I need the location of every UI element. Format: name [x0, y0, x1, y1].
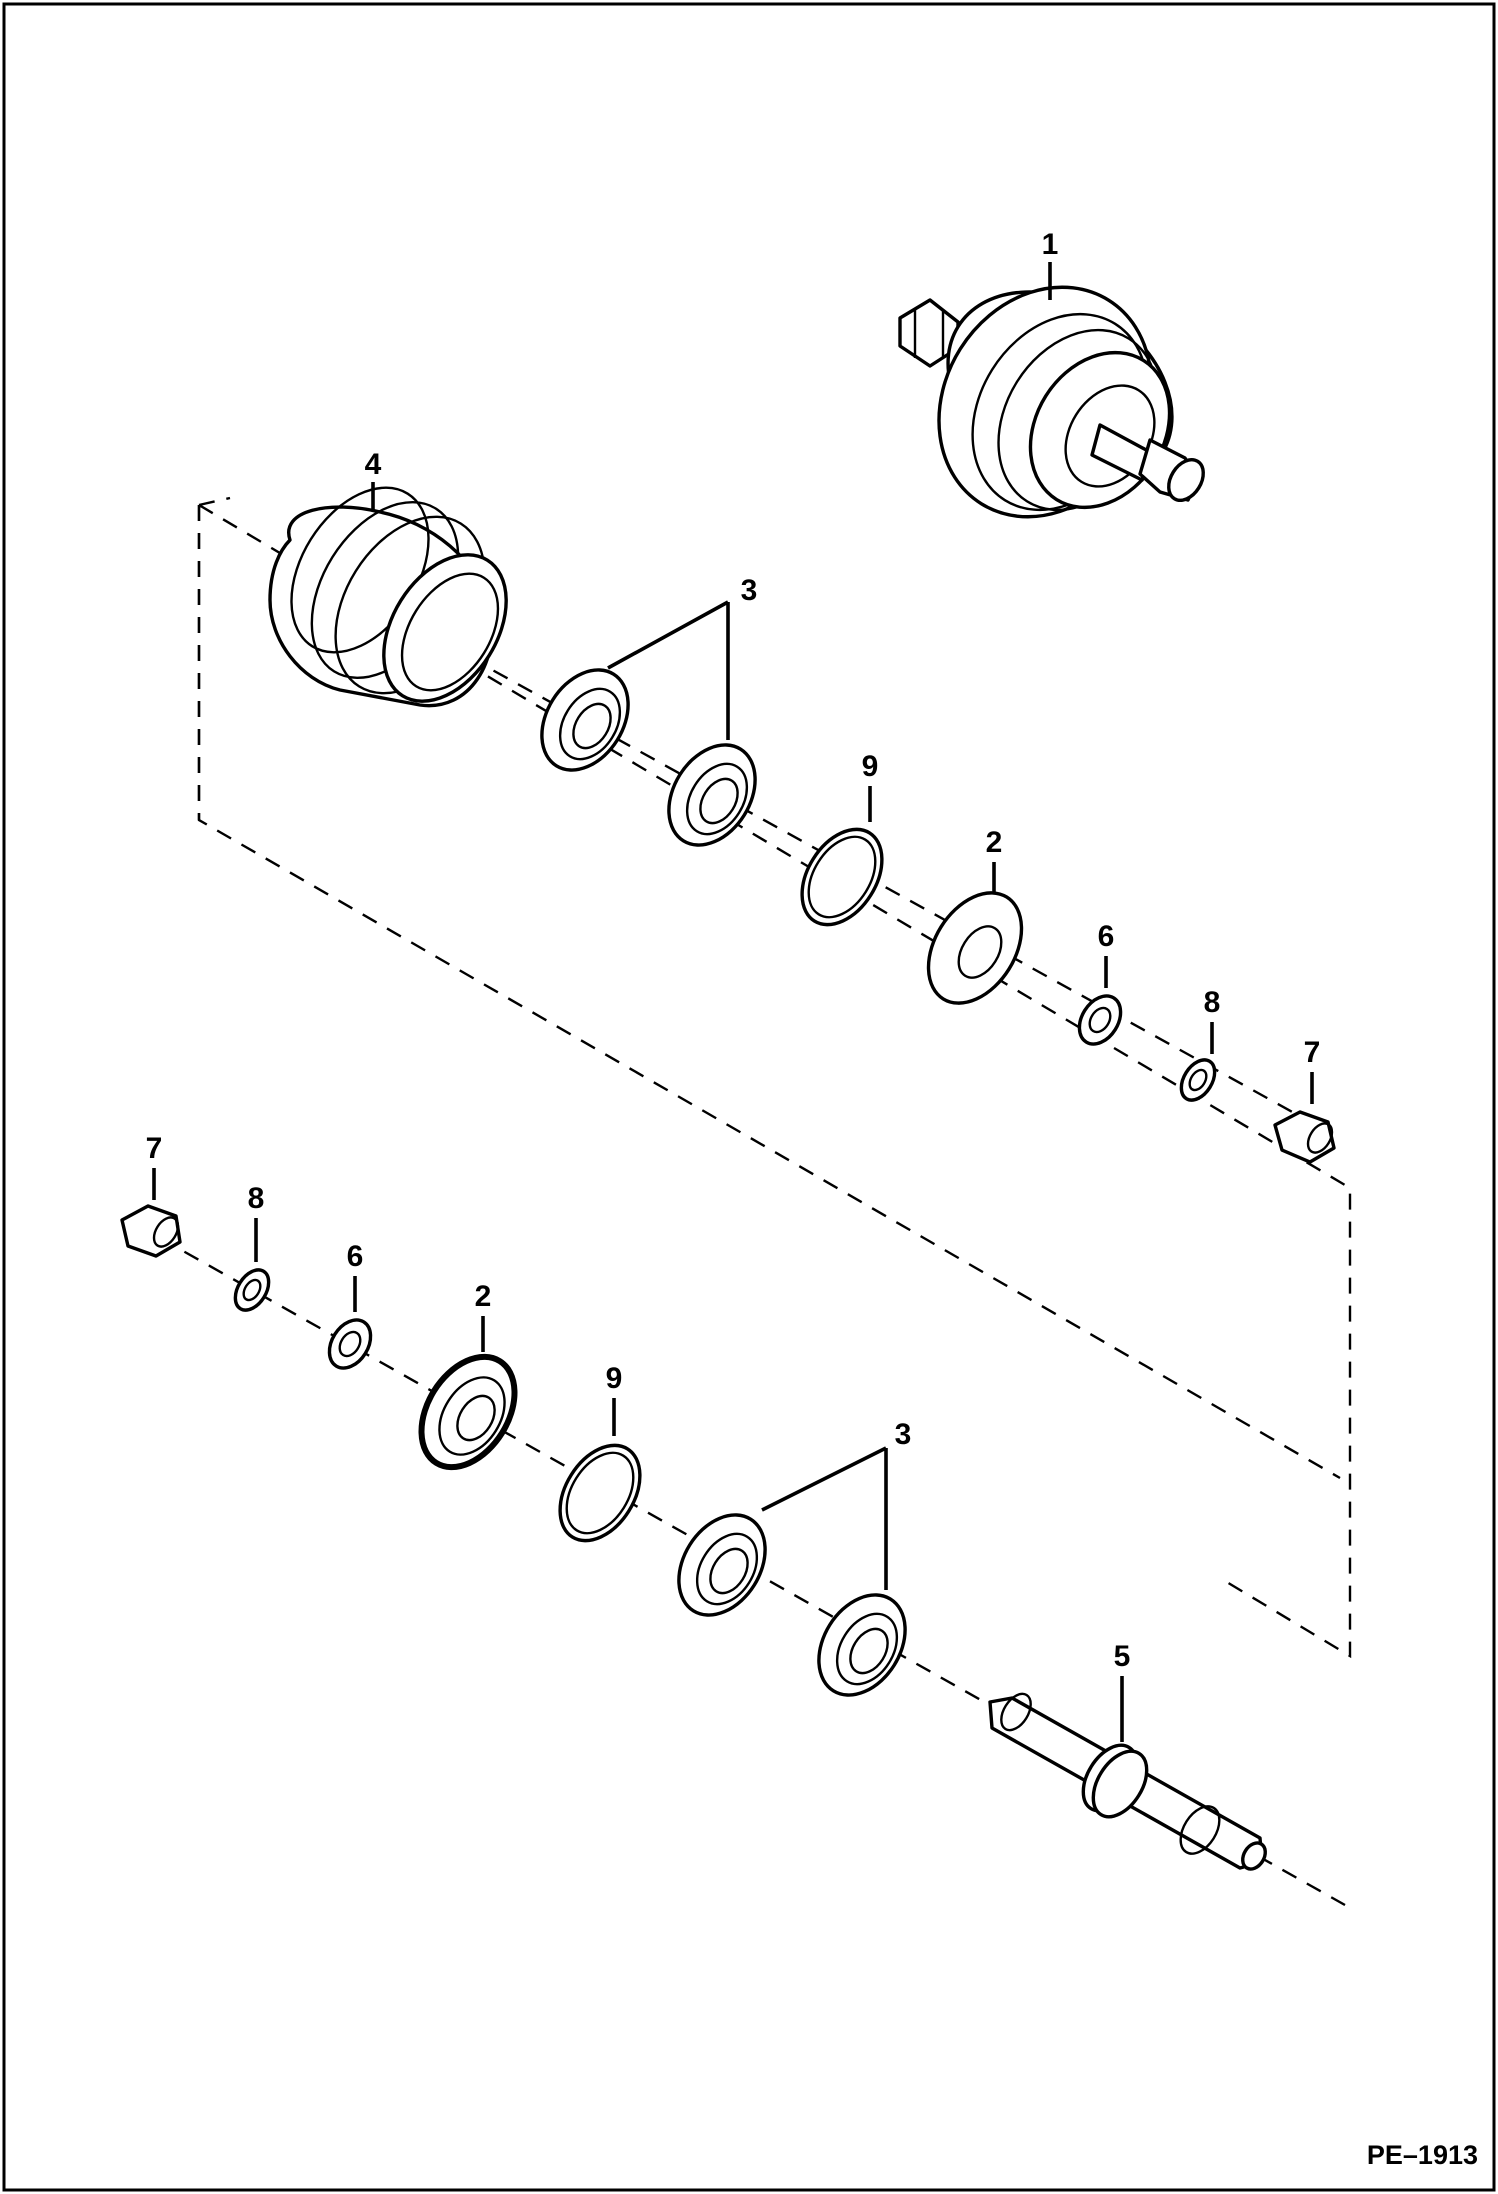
shaft-illustration [988, 1692, 1267, 1871]
lower-nut-illustration [120, 1204, 182, 1258]
callout-1: 1 [1042, 228, 1059, 261]
callout-9-lower: 9 [606, 1362, 623, 1395]
leader-3-lower [761, 1446, 888, 1590]
lower-seal-illustration [418, 1353, 518, 1471]
figure-code: PE–1913 [1367, 2140, 1478, 2170]
roller-body-illustration [268, 486, 508, 708]
upper-lock-washer-illustration [1179, 1058, 1217, 1102]
callout-2-lower: 2 [475, 1280, 492, 1313]
callout-8-upper: 8 [1204, 986, 1221, 1019]
upper-nut-illustration [1273, 1110, 1336, 1164]
callout-5: 5 [1114, 1640, 1131, 1673]
callout-3-lower: 3 [895, 1418, 912, 1451]
callout-7-lower: 7 [146, 1132, 163, 1165]
upper-bearing-2-illustration [667, 743, 757, 847]
upper-flat-washer-illustration [1077, 994, 1123, 1046]
upper-bearing-1-illustration [540, 668, 630, 772]
roller-assembly-illustration [898, 285, 1205, 519]
callout-3-upper: 3 [741, 574, 758, 607]
callout-8-lower: 8 [248, 1182, 265, 1215]
leader-3-upper [607, 600, 730, 740]
lower-bearing-1-illustration [677, 1513, 767, 1617]
lower-lock-washer-illustration [233, 1268, 271, 1312]
upper-seal-illustration [926, 891, 1024, 1005]
lower-retaining-ring-illustration [558, 1443, 642, 1543]
upper-retaining-ring-illustration [800, 827, 884, 927]
lower-bearing-2-illustration [817, 1593, 907, 1697]
callout-2-upper: 2 [986, 826, 1003, 859]
callout-6-lower: 6 [347, 1240, 364, 1273]
callout-7-upper: 7 [1304, 1036, 1321, 1069]
exploded-view-outline-left [197, 496, 231, 820]
callout-9-upper: 9 [862, 750, 879, 783]
callout-6-upper: 6 [1098, 920, 1115, 953]
lower-flat-washer-illustration [327, 1318, 373, 1370]
callout-4: 4 [365, 448, 382, 481]
